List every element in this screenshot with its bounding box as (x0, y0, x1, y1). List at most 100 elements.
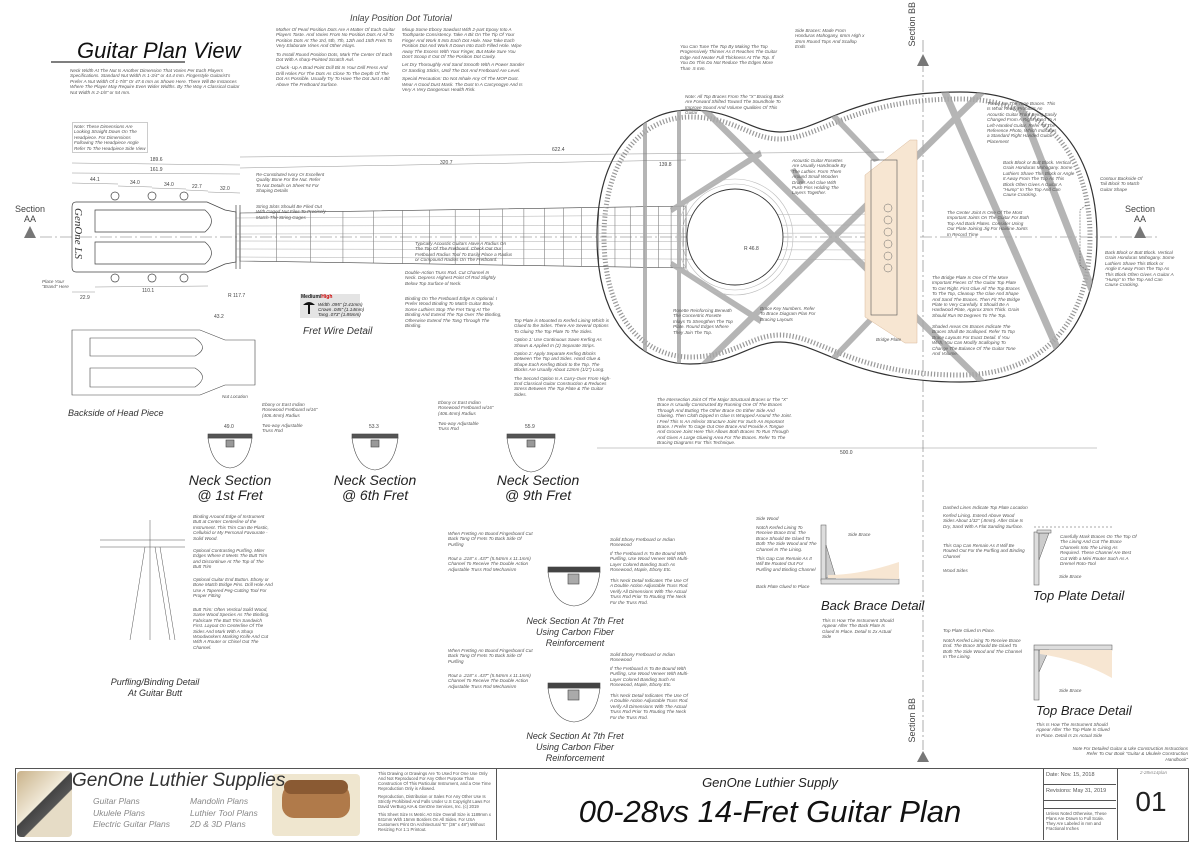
carbon-note: If The Fretboard Is To Be Bound With Pur… (610, 666, 689, 688)
neck-section-6th-title: Neck Section@ 6th Fret (333, 472, 417, 503)
fret-grade-high: High (321, 294, 333, 300)
gap-note: This Gap Can Remain As It Will Be Routed… (756, 556, 816, 572)
fret-crown: Crown .045" (1.14mm) (318, 307, 365, 312)
dimension-label: 32.0 (220, 186, 230, 192)
contour-note: Contour Backside Of Tail Block To Match … (1100, 176, 1143, 192)
fret-width: Width .095" (2.41mm) (318, 302, 363, 307)
truss-note: Two-way Adjustable Truss Rod (438, 421, 479, 432)
headpiece-backside-drawing (71, 329, 256, 396)
dimension-lines (71, 151, 1097, 449)
kerfing-option-1: Option 1: Use Continuous Sawn Kerfing As… (514, 337, 602, 348)
dimension-label: 34.0 (164, 182, 174, 188)
legal-notes: This Drawing or Drawings Are To Used For… (378, 771, 492, 835)
top-brace-drawing (1033, 644, 1113, 701)
kerfing-notes: Top Plate is Mounted to Kerfed Lining Wh… (514, 318, 612, 400)
section-bb-top-marker (917, 54, 929, 66)
product-mandolin-plans: Mandolin Plans (190, 796, 249, 806)
radius-note: Typically Acoustic Guitars Have A Radius… (415, 241, 513, 263)
wood-sides-label: Wood Sides (943, 568, 968, 573)
inlay-note: Chuck -Up A Brad Point Drill Bit In Your… (276, 65, 390, 87)
headpiece-note: Note: These Dimensions Are Looking Strai… (72, 122, 148, 154)
kerfing-option-2: Option 2: Apply Separate Kerfing Blocks … (514, 351, 605, 373)
side-brace-label: Side Brace (848, 532, 871, 537)
intersection-note: The Intersection Joint Of The Major Stru… (657, 397, 792, 446)
section-bb-top-label: Section BB (907, 2, 917, 47)
bridge-plate-note: The Bridge Plate Is One Of The More Impo… (932, 275, 1021, 318)
purfling-note: Optional Guitar End Button. Ebony or Bon… (193, 577, 273, 599)
dimension-label: 53.3 (369, 424, 379, 430)
handbook-note: Note For Detailed Guitar & Uke Construct… (1072, 746, 1188, 762)
slot-note: String Slots Should Be Filed Out With Ga… (256, 204, 326, 220)
notch-note: Notch Kerfed Lining To Receive Brace End… (756, 525, 817, 552)
inlay-note: Special Precaution: Do Not Inhale Any Of… (402, 76, 523, 93)
rosette (676, 178, 794, 296)
fret-tang: Tang .073" (1.85mm) (318, 312, 361, 317)
carbon-note: Rout a .218" x .437" (5.54mm x 11.1mm) C… (448, 556, 531, 572)
title-block-rule (1043, 784, 1116, 785)
sheet-title: 00-28vs 14-Fret Guitar Plan (578, 794, 962, 829)
center-joint-note: The Center Joint Is One Of The Most Impo… (947, 210, 1029, 237)
product-electric-plans: Electric Guitar Plans (93, 819, 170, 829)
purfling-detail-drawing (100, 520, 185, 641)
binding-note: Binding On The Fretboard Edge Is Optiona… (405, 296, 502, 329)
dimension-label: 49.0 (224, 424, 234, 430)
inlay-tutorial-col2: Mixup Some Ebony Sawdust With 2-part Epo… (402, 27, 527, 95)
workbench-photo (272, 774, 360, 836)
units-note: Unless Noted Otherwise, These Plans Are … (1046, 811, 1107, 831)
fret-wire-title: Fret Wire Detail (303, 326, 373, 337)
gap-note: This Gap Can Remain As It Will Be Routed… (943, 543, 1025, 559)
product-list-1: Guitar Plans Ukulele Plans Electric Guit… (93, 796, 170, 831)
truss-rod-note: Double-Action Truss Rod. Cut Channel In … (405, 270, 496, 286)
section-bb-bottom-marker (917, 751, 929, 762)
carbon-note: This Neck Detail Indicates The Use Of A … (610, 693, 689, 720)
dashed-lines-note: Dashed Lines Indicate Top Plate Location (943, 505, 1028, 510)
rosette-reinforcing-note: Rosette Reinforcing Beneath The Concentr… (673, 308, 733, 335)
carbon-note: This Neck Detail Indicates The Use Of A … (610, 578, 689, 605)
top-plate-title: Top Plate Detail (1033, 588, 1125, 603)
bridge-plate-label: Bridge Plate (876, 337, 902, 342)
rosette-note: Acoustic Guitar Rosettes Are Usually Han… (792, 158, 846, 196)
carbon-note: Solid Ebony Fretboard or Indian Rosewood (610, 652, 675, 663)
back-plate-placed-label: Back Plate Glued In Place (756, 584, 810, 589)
product-2d-3d-plans: 2D & 3D Plans (190, 819, 246, 829)
section-bb-bottom-label: Section BB (907, 698, 917, 743)
fret-wire-drawing (300, 294, 360, 318)
side-wood-label: Side Wood (756, 516, 779, 521)
title-block-rule (1043, 800, 1116, 801)
dimension-label: R 117.7 (228, 293, 246, 299)
product-guitar-plans: Guitar Plans (93, 796, 140, 806)
mark-braces-note: Carefully Mark Braces On The Top Of The … (1060, 534, 1137, 567)
title-block-divider (496, 768, 497, 840)
neck-section-9th-title: Neck Section@ 9th Fret (496, 472, 580, 503)
product-tool-plans: Luthier Tool Plans (190, 807, 258, 818)
section-aa-right-label: Section AA (1124, 204, 1156, 224)
top-brace-caption: This Is How The Instrument Should Appear… (1036, 722, 1110, 738)
section-aa-left-label: Section AA (14, 204, 46, 224)
inlay-tutorial-title: Inlay Position Dot Tutorial (350, 13, 452, 23)
dimension-label: 22.9 (80, 295, 90, 301)
inlay-note: To Install Round Position Dots, Mark The… (276, 51, 393, 63)
inlay-note: Mixup Some Ebony Sawdust With 2-part Epo… (402, 27, 522, 60)
file-reference: 2-28vs14plan (1140, 770, 1168, 775)
dimension-label: 22.7 (192, 184, 202, 190)
dimension-label: 320.7 (440, 160, 453, 166)
purfling-note: Butt Trim: Often Vertical Solid Wood, Sa… (193, 607, 270, 650)
top-plate-glued-label: Top Plate Glued In Place. (943, 628, 995, 633)
dimension-label: 55.9 (525, 424, 535, 430)
sheet-date: Date: Nov. 15, 2018 (1046, 772, 1095, 778)
top-plate-drawing (1033, 526, 1112, 586)
fretboard-note: Ebony or East Indian Rosewood Fretboard … (262, 402, 318, 418)
kerfed-lining-note: Kerfed Lining. Extend Above Wood Sides A… (943, 513, 1024, 529)
inlay-note: Let Dry Thoroughly And Sand Smooth With … (402, 62, 525, 73)
notch-note: Notch Kerfed Lining To Receive Brace End… (943, 638, 1022, 660)
fret-grade-medium: Medium/ (301, 294, 322, 300)
kerfing-option-3: The Second Option Is A Carry-Over From H… (514, 375, 611, 397)
back-brace-title: Back Brace Detail (821, 598, 925, 613)
bridge (870, 159, 898, 316)
guitar-photo (17, 771, 72, 837)
section-aa-right-marker (1134, 226, 1146, 238)
sheet-subtitle: GenOne Luthier Supply (702, 775, 838, 790)
